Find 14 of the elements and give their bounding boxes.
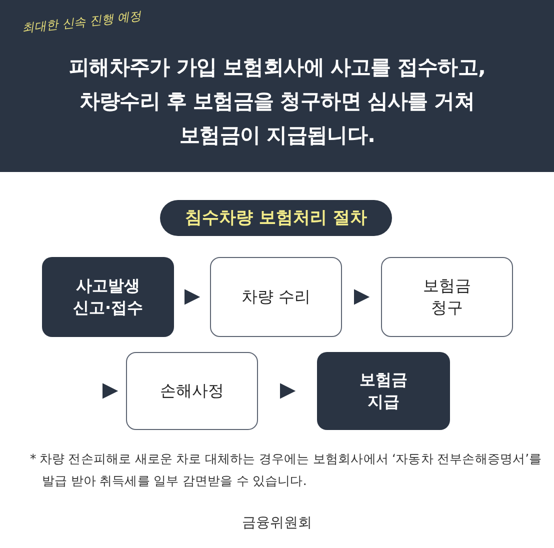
organization-name: 금융위원회 bbox=[241, 514, 313, 532]
arrowhead bbox=[280, 383, 296, 399]
arrowhead bbox=[184, 289, 200, 305]
handwritten-note: 최대한 신속 진행 예정 bbox=[21, 8, 142, 38]
section-heading-pill: 침수차량 보험처리 절차 bbox=[160, 200, 392, 236]
step-box: 차량 수리 bbox=[210, 257, 342, 337]
footnote: * 차량 전손피해로 새로운 차로 대체하는 경우에는 보험회사에서 ‘자동차 전부손해증명서’를 발급 받아 취득세를 일부 감면받을 수 있습니다. bbox=[30, 450, 542, 490]
headline: 피해차주가 가입 보험회사에 사고를 접수하고, 차량수리 후 보험금을 청구하면 심사를 거쳐 보험금이 지급됩니다. bbox=[68, 54, 486, 149]
arrowhead bbox=[354, 289, 370, 305]
step-box: 보험금 청구 bbox=[381, 257, 513, 337]
arrowhead bbox=[102, 383, 118, 399]
step-box: 사고발생 신고·접수 bbox=[42, 257, 174, 337]
step-box: 보험금 지급 bbox=[317, 352, 450, 430]
step-box: 손해사정 bbox=[126, 352, 258, 430]
